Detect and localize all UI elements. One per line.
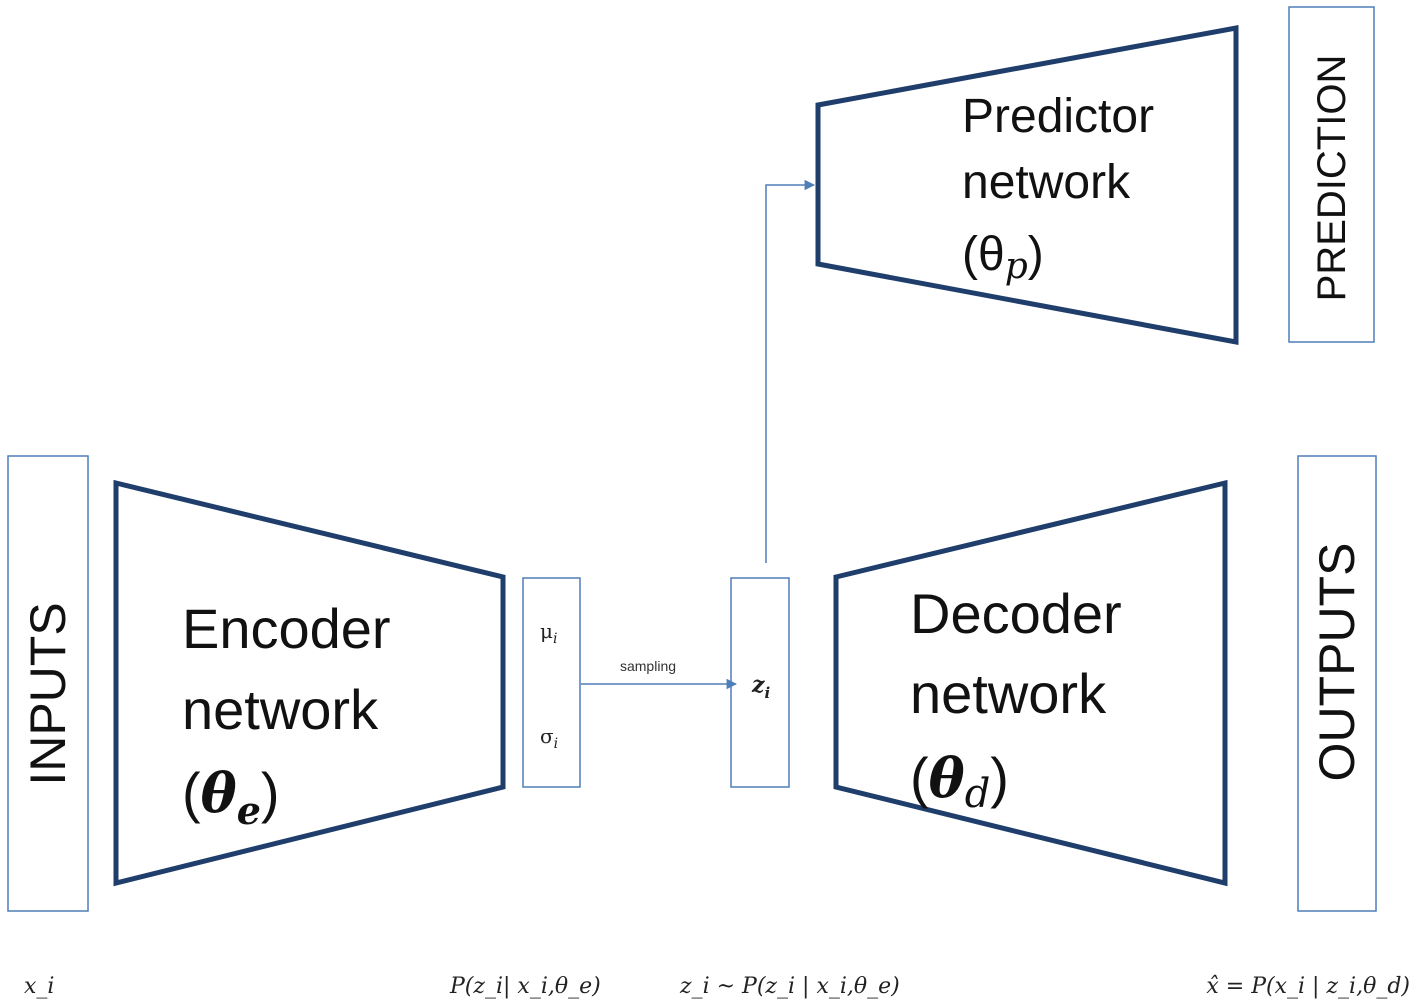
inputs-box bbox=[7, 455, 89, 912]
decoder-trapezoid bbox=[833, 479, 1228, 887]
predictor-title-line2: network bbox=[962, 156, 1131, 209]
prediction-box bbox=[1288, 6, 1375, 343]
z-label: zi bbox=[751, 672, 771, 702]
encoder-trapezoid bbox=[113, 479, 506, 887]
latent-z-block: zi bbox=[730, 577, 790, 788]
outputs-block: OUTPUTS bbox=[1297, 455, 1377, 912]
latent-params-block: μi σi bbox=[522, 577, 581, 788]
predictor-arrow bbox=[765, 179, 816, 563]
prediction-label: PREDICTION bbox=[1310, 55, 1354, 302]
inputs-label: INPUTS bbox=[20, 602, 76, 785]
encoder-title-line1: Encoder bbox=[182, 597, 391, 660]
latent-z-box bbox=[730, 577, 790, 788]
sampling-label: sampling bbox=[620, 658, 676, 674]
sigma-label: σi bbox=[540, 724, 558, 752]
outputs-box bbox=[1297, 455, 1377, 912]
predictor-arrow-line bbox=[765, 179, 816, 563]
inputs-block: INPUTS bbox=[7, 455, 89, 912]
predictor-param: (θp) bbox=[962, 228, 1044, 287]
latent-params-box bbox=[522, 577, 581, 788]
encoder-param: (θe) bbox=[182, 761, 280, 833]
predictor-network: Predictor network (θp) bbox=[815, 24, 1239, 346]
mu-label: μi bbox=[540, 619, 557, 647]
prediction-block: PREDICTION bbox=[1288, 6, 1375, 343]
formula-sample: z_i ~ P(z_i | x_i,θ_e) bbox=[679, 974, 900, 999]
formula-posterior: P(z_i| x_i,θ_e) bbox=[449, 974, 601, 999]
encoder-network: Encoder network (θe) bbox=[113, 479, 506, 887]
formula-row: x_i P(z_i| x_i,θ_e) z_i ~ P(z_i | x_i,θ_… bbox=[24, 974, 1410, 999]
formula-reconstruction: x̂ = P(x_i | z_i,θ_d) bbox=[1206, 974, 1410, 999]
predictor-title-line1: Predictor bbox=[962, 90, 1154, 143]
outputs-label: OUTPUTS bbox=[1309, 543, 1365, 782]
sampling-arrow: sampling bbox=[581, 658, 738, 690]
decoder-title-line2: network bbox=[910, 662, 1107, 725]
decoder-title-line1: Decoder bbox=[910, 582, 1122, 645]
decoder-param: (θd) bbox=[910, 746, 1009, 817]
predictor-trapezoid bbox=[815, 24, 1239, 346]
formula-input: x_i bbox=[24, 974, 54, 999]
encoder-title-line2: network bbox=[182, 678, 379, 741]
decoder-network: Decoder network (θd) bbox=[833, 479, 1228, 887]
